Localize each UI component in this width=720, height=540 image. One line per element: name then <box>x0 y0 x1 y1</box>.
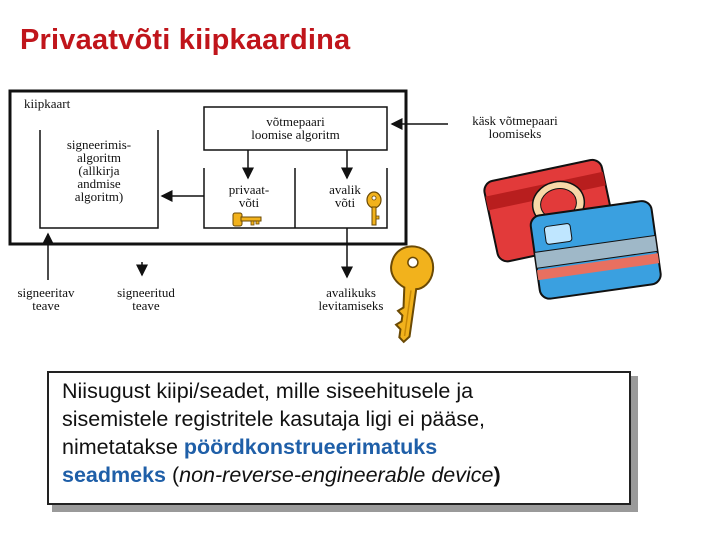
signed-output-label: signeeritud teave <box>117 285 175 313</box>
paren-open: ( <box>166 463 180 487</box>
paren-close: ) <box>493 463 501 487</box>
command-label: käsk võtmepaari loomiseks <box>472 113 558 141</box>
public-key-label: avalik võti <box>329 182 361 210</box>
signed-input-label: signeeritav teave <box>17 285 75 313</box>
chip-card-diagram <box>8 89 662 344</box>
keygen-label: võtmepaari loomise algoritm <box>251 114 340 142</box>
english-term: non-reverse-engineerable device <box>179 463 494 487</box>
chip-card-frame <box>8 89 408 246</box>
note-line-1: Niisugust kiipi/seadet, mille siseehitus… <box>62 379 474 403</box>
signing-algorithm-box <box>39 130 159 229</box>
signing-algorithm-label: signeerimis- algoritm (allkirja andmise … <box>66 137 132 204</box>
term-highlight-2: seadmeks <box>62 463 166 487</box>
note-line-3-text: nimetatakse <box>62 435 184 459</box>
blue-smart-card-icon <box>529 200 662 300</box>
note-line-2: sisemistele registritele kasutaja ligi e… <box>62 407 486 431</box>
note-line-4: seadmeks (non-reverse-engineerable devic… <box>62 461 629 489</box>
card-label: kiipkaart <box>24 96 71 111</box>
term-highlight: pöördkonstrueerimatuks <box>183 435 438 459</box>
public-key-icon <box>366 191 382 226</box>
note-line-3: nimetatakse pöördkonstrueerimatuks <box>62 433 629 461</box>
note-box: Niisugust kiipi/seadet, mille siseehitus… <box>47 371 631 505</box>
private-key-label: privaat- võti <box>228 182 270 210</box>
private-key-icon <box>232 212 262 227</box>
keygen-box <box>203 106 388 151</box>
large-key-icon <box>390 245 435 344</box>
page-title: Privaatvõti kiipkaardina <box>20 24 351 56</box>
publish-label: avalikuks levitamiseks <box>318 285 384 313</box>
